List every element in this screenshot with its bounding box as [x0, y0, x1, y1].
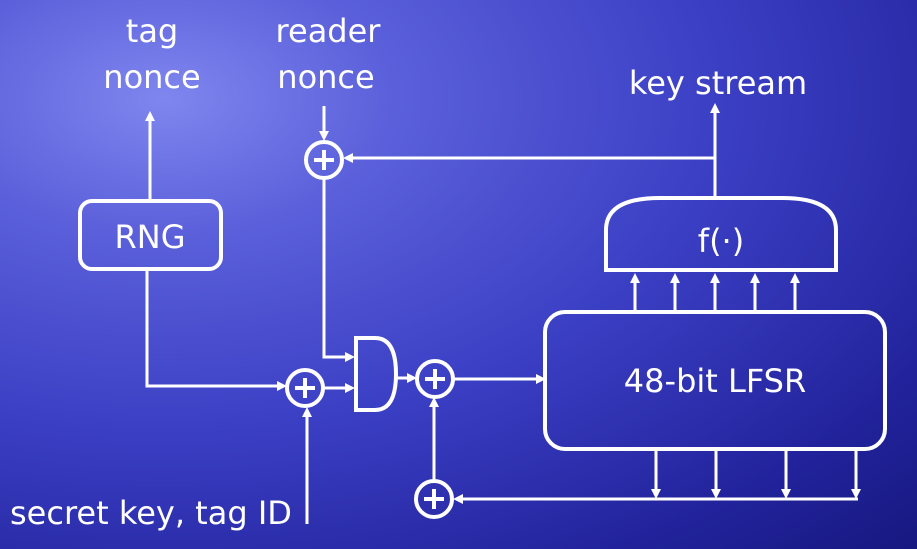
xor-top-to-and-wire	[322, 178, 355, 362]
tag-nonce-label-line1: tag	[126, 12, 178, 50]
lfsr-to-f-arrows	[630, 273, 800, 312]
secret-key-label: secret key, tag ID	[10, 494, 292, 532]
xor-top	[304, 140, 344, 180]
reader-nonce-label-line2: nonce	[277, 58, 374, 96]
xor-right	[415, 359, 455, 399]
rng-label: RNG	[115, 218, 186, 256]
reader-nonce-label-line1: reader	[276, 12, 382, 50]
key-stream-label: key stream	[629, 64, 807, 102]
tag-nonce-label-line2: nonce	[103, 58, 200, 96]
lfsr-label: 48-bit LFSR	[624, 362, 806, 400]
rng-to-xor-wire	[145, 269, 287, 391]
filter-function-box	[604, 196, 838, 272]
xor-middle	[285, 368, 325, 408]
lfsr-tap-arrows	[651, 449, 861, 499]
filter-function-label: f(·)	[698, 222, 744, 260]
and-gate	[354, 336, 399, 412]
xor-bottom	[414, 479, 454, 519]
